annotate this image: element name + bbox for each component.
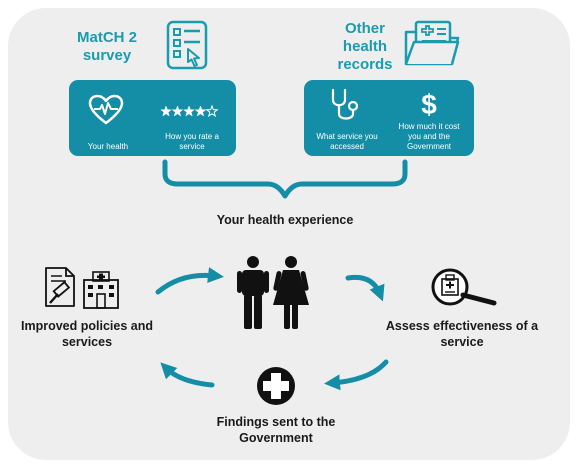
records-item-service: What service you accessed [316, 132, 378, 151]
star-filled-icon [171, 105, 184, 117]
star-filled-icon [194, 105, 207, 117]
findings-label: Findings sent to the Government [216, 415, 336, 445]
medical-cross-icon [257, 367, 295, 405]
arrow-improved-to-experience [155, 267, 224, 295]
medical-folder-icon [404, 20, 460, 66]
star-empty-icon [205, 104, 219, 118]
arrow-experience-to-assess [345, 274, 385, 302]
experience-label: Your health experience [216, 213, 354, 227]
records-title: Other health records [337, 20, 393, 73]
survey-title: MatCH 2 survey [76, 29, 137, 64]
people-icon [237, 256, 309, 329]
records-item-cost: How much it cost you and the Government [398, 122, 460, 151]
assess-label: Assess effectiveness of a service [385, 319, 539, 349]
stethoscope-icon [331, 88, 359, 120]
star-rating-icon [160, 104, 219, 118]
star-filled-icon [160, 105, 172, 117]
document-gavel-hospital-icon [45, 267, 119, 309]
arrow-assess-to-findings [324, 359, 389, 391]
survey-item-your-health: Your health [87, 142, 129, 151]
arrow-findings-to-improved [160, 362, 215, 388]
dollar-icon: $ [421, 89, 437, 120]
brace-connector [162, 159, 408, 199]
heart-pulse-icon [88, 94, 124, 125]
survey-box [69, 80, 236, 156]
svg-text:$: $ [421, 89, 437, 120]
improved-label: Improved policies and services [21, 319, 153, 349]
survey-item-rate-service: How you rate a service [165, 132, 219, 151]
star-filled-icon [183, 105, 195, 117]
survey-checklist-icon [166, 20, 208, 70]
magnifier-hospital-icon [431, 268, 497, 306]
